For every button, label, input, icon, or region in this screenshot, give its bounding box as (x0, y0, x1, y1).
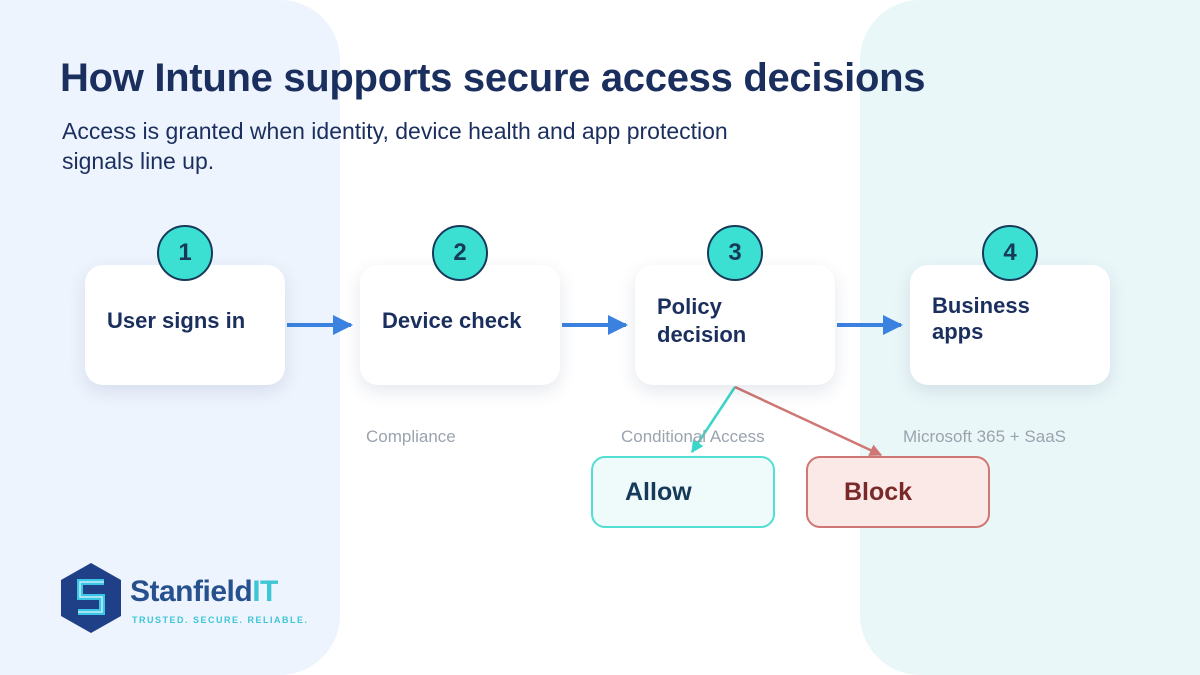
step-card-policy-decision: Policy decision (635, 265, 835, 385)
allow-outcome-box: Allow (591, 456, 775, 528)
step-caption: Microsoft 365 + SaaS (903, 427, 1067, 446)
step-caption: Conditional Access (621, 427, 765, 446)
step-label: Device check (382, 308, 522, 333)
block-outcome-box: Block (806, 456, 990, 528)
arrow-to-block (734, 385, 883, 457)
step-label: Business apps (932, 293, 1030, 344)
brand-tagline: TRUSTED. SECURE. RELIABLE. (132, 615, 309, 625)
step-number-badge: 2 (432, 225, 488, 281)
step-label: User signs in (107, 308, 246, 333)
brand-hexagon-icon (61, 563, 121, 633)
brand-name-accent: IT (252, 575, 278, 608)
page-subtitle: Access is granted when identity, device … (62, 118, 728, 174)
step-card-device-check: Device check (360, 265, 560, 385)
step-card-business-apps: Business apps (910, 265, 1110, 385)
brand-logo: StanfieldIT TRUSTED. SECURE. RELIABLE. (58, 561, 308, 636)
arrow-to-allow (690, 386, 737, 454)
step-card-user-signs-in: User signs in (85, 265, 285, 385)
step-label: Policy decision (657, 294, 747, 347)
step-caption: Compliance (366, 427, 456, 446)
step-number-badge: 4 (982, 225, 1038, 281)
page-title: How Intune supports secure access decisi… (60, 56, 926, 100)
brand-name-main: Stanfield (130, 575, 253, 608)
step-number-badge: 1 (157, 225, 213, 281)
step-number-badge: 3 (707, 225, 763, 281)
brand-name: StanfieldIT (130, 575, 278, 609)
